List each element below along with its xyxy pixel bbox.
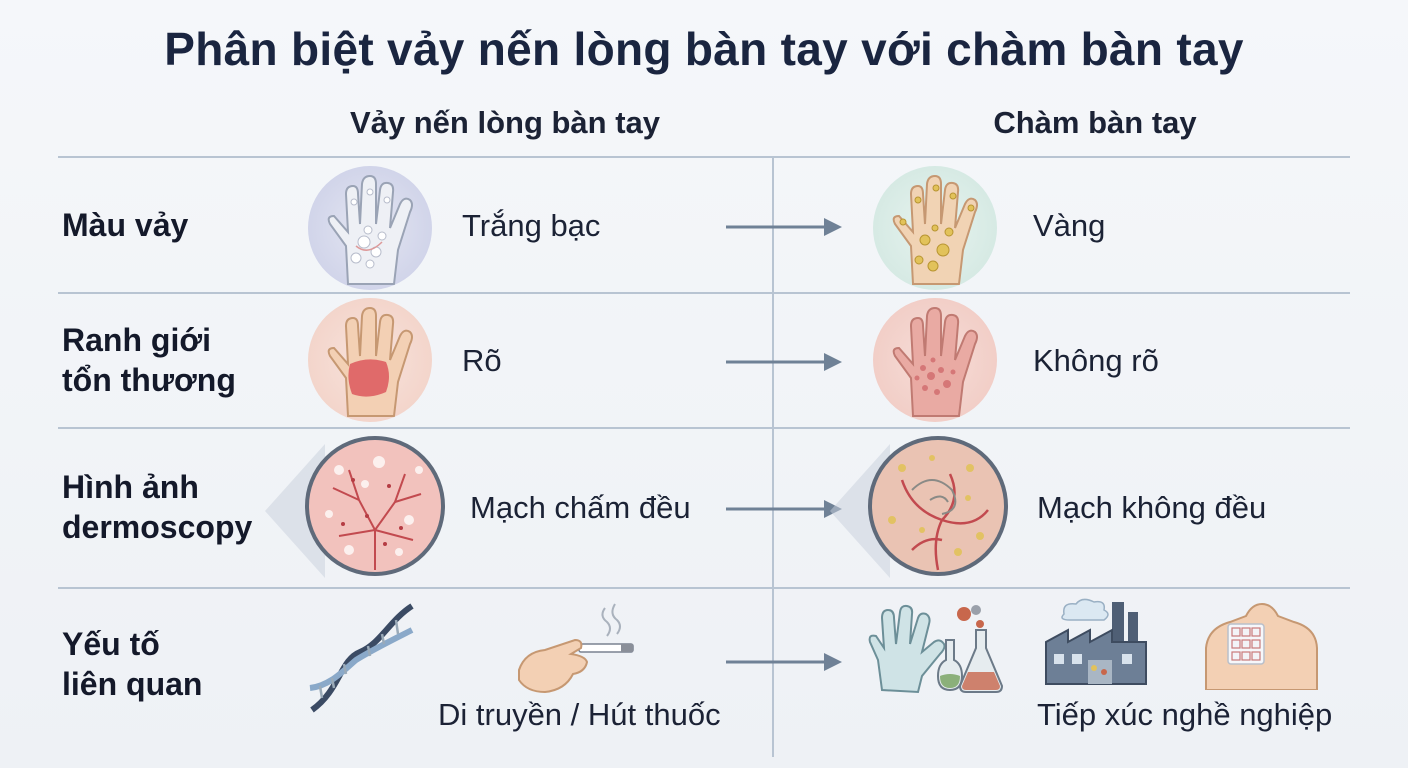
cigarette-hand-icon [518,603,634,694]
hand-silver-scale-icon [308,166,432,290]
column-divider [772,157,774,757]
value-psoriasis-dermoscopy: Mạch chấm đều [470,490,691,525]
value-psoriasis-scale-color: Trắng bạc [462,208,601,243]
glove-chemicals-icon [868,604,1004,694]
factory-icon [1045,598,1147,685]
arrow-right-icon [726,500,842,518]
column-header-psoriasis: Vảy nến lòng bàn tay [349,105,661,140]
column-header-eczema: Chàm bàn tay [993,105,1197,140]
row-label-line: tổn thương [62,362,236,398]
value-eczema-dermoscopy: Mạch không đều [1037,490,1267,525]
page-title: Phân biệt vảy nến lòng bàn tay với chàm … [164,23,1244,75]
value-eczema-border: Không rõ [1033,343,1159,378]
divider-header [58,156,1350,158]
dermoscopy-dotted-vessels-icon [305,436,445,576]
arrow-right-icon [726,653,842,671]
value-eczema-scale-color: Vàng [1033,208,1106,243]
row-label-scale-color: Màu vảy [62,205,188,245]
hand-diffuse-rash-icon [873,298,997,422]
value-psoriasis-factors: Di truyền / Hút thuốc [438,697,721,732]
divider-row-2 [58,427,1350,429]
divider-row-3 [58,587,1350,589]
row-label-line: Màu vảy [62,207,189,243]
hand-clear-plaque-icon [308,298,432,422]
row-label-line: Ranh giới [62,322,211,358]
arrow-right-icon [726,353,842,371]
value-eczema-factors: Tiếp xúc nghề nghiệp [1037,697,1333,732]
patch-test-back-icon [1205,602,1318,690]
row-label-dermoscopy: Hình ảnh dermoscopy [62,467,252,547]
row-label-factors: Yếu tố liên quan [62,624,202,704]
row-label-line: liên quan [62,666,203,702]
dermoscopy-irregular-vessels-icon [868,436,1008,576]
row-label-line: dermoscopy [62,509,253,545]
row-label-line: Yếu tố [62,626,160,662]
row-label-border: Ranh giới tổn thương [62,320,236,400]
arrow-right-icon [726,218,842,236]
dna-icon [309,603,414,713]
row-label-line: Hình ảnh [62,469,199,505]
value-psoriasis-border: Rõ [462,343,502,378]
hand-yellow-scale-icon [873,166,997,290]
divider-row-1 [58,292,1350,294]
